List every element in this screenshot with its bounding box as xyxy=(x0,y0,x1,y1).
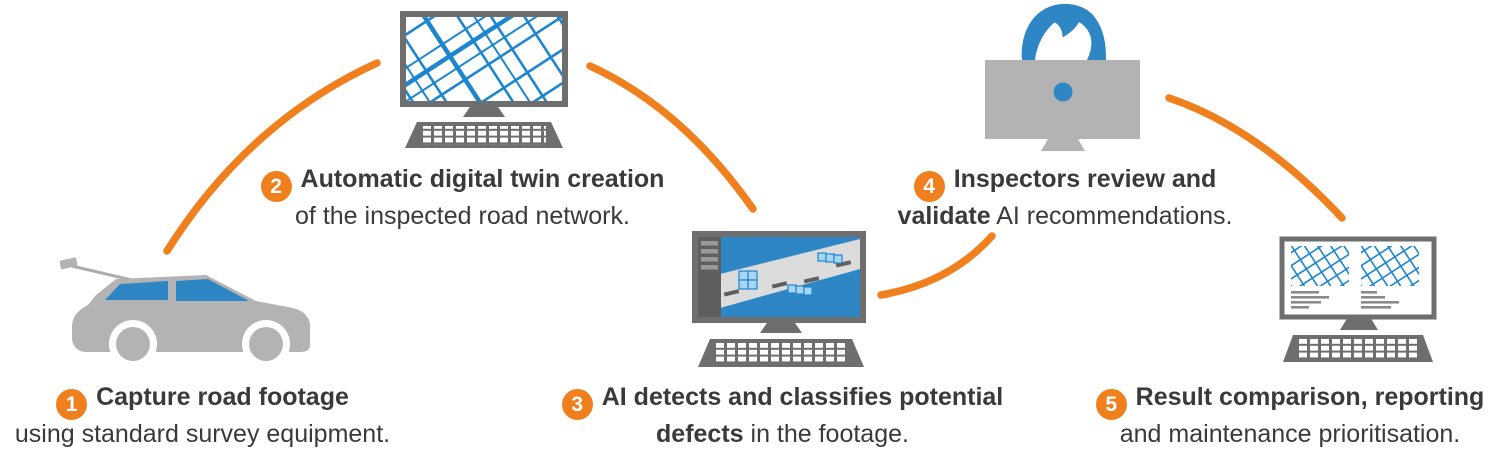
car-antenna xyxy=(59,257,137,283)
step4-subtitle-bold: validate xyxy=(897,202,991,230)
step5-subtitle-line: and maintenance prioritisation. xyxy=(1085,420,1495,449)
monitor-logo-dot xyxy=(1053,82,1073,102)
keyboard xyxy=(698,339,864,367)
inspector-at-monitor-icon xyxy=(985,4,1140,151)
step1-caption: 1 Capture road footage using standard sur… xyxy=(5,383,400,449)
car-front-window xyxy=(176,279,249,301)
step1-title: Capture road footage xyxy=(96,383,349,411)
step5-title: Result comparison, reporting xyxy=(1135,383,1485,411)
step2-number-badge: 2 xyxy=(260,171,292,202)
step3-number-badge: 3 xyxy=(561,389,593,420)
digital-twin-monitor-icon xyxy=(400,11,568,148)
step1-number-badge: 1 xyxy=(56,389,88,420)
inspector-head xyxy=(1021,4,1107,63)
step1-subtitle-line: using standard survey equipment. xyxy=(5,420,400,449)
keyboard xyxy=(405,122,563,148)
monitor-stand xyxy=(1340,317,1378,330)
step1-title-line: 1 Capture road footage xyxy=(5,383,400,420)
report-text-lines xyxy=(1291,291,1399,309)
step4-number-badge: 4 xyxy=(913,171,945,202)
step3-caption: 3 AI detects and classifies potential def… xyxy=(555,383,1010,449)
step4-subtitle: AI recommendations. xyxy=(990,202,1233,230)
comparison-monitor-icon xyxy=(1279,236,1437,362)
step3-subtitle-bold: defects xyxy=(656,420,744,448)
keyboard xyxy=(1283,335,1433,362)
report-map-left xyxy=(1291,246,1349,286)
step3-title: AI detects and classifies potential xyxy=(601,383,1004,411)
road-network-map xyxy=(406,17,562,101)
step2-caption: 2 Automatic digital twin creation of the … xyxy=(255,165,670,231)
sidebar-buttons xyxy=(701,241,718,270)
step5-number-badge: 5 xyxy=(1095,389,1127,420)
step4-subtitle-line: validate AI recommendations. xyxy=(880,202,1250,231)
survey-car-icon xyxy=(59,257,310,368)
step1-subtitle: using standard survey equipment. xyxy=(14,420,391,448)
step4-title: Inspectors review and xyxy=(953,165,1217,193)
road-cracks xyxy=(723,260,852,297)
step5-subtitle: and maintenance prioritisation. xyxy=(1119,420,1461,448)
step3-title-line: 3 AI detects and classifies potential xyxy=(555,383,1010,420)
arc-step3-step4 xyxy=(877,232,996,299)
report-map-right xyxy=(1361,246,1419,286)
step4-caption: 4 Inspectors review and validate AI recom… xyxy=(880,165,1250,231)
step2-title-line: 2 Automatic digital twin creation xyxy=(255,165,670,202)
monitor-stand xyxy=(463,104,505,117)
monitor-stand xyxy=(760,320,802,333)
step2-subtitle-line: of the inspected road network. xyxy=(255,202,670,231)
step5-caption: 5 Result comparison, reporting and mainte… xyxy=(1085,383,1495,449)
step3-subtitle: in the footage. xyxy=(743,420,909,448)
monitor-frame xyxy=(1279,236,1437,320)
step3-subtitle-line: defects in the footage. xyxy=(555,420,1010,449)
step2-subtitle: of the inspected road network. xyxy=(295,202,630,230)
step4-title-line: 4 Inspectors review and xyxy=(880,165,1250,202)
step2-title: Automatic digital twin creation xyxy=(300,165,665,193)
step5-title-line: 5 Result comparison, reporting xyxy=(1085,383,1495,420)
car-wheels xyxy=(109,320,290,368)
car-rear-window xyxy=(105,281,168,300)
monitor-stand xyxy=(1041,139,1085,151)
ai-detection-monitor-icon xyxy=(692,231,866,367)
detection-boxes xyxy=(738,252,843,296)
